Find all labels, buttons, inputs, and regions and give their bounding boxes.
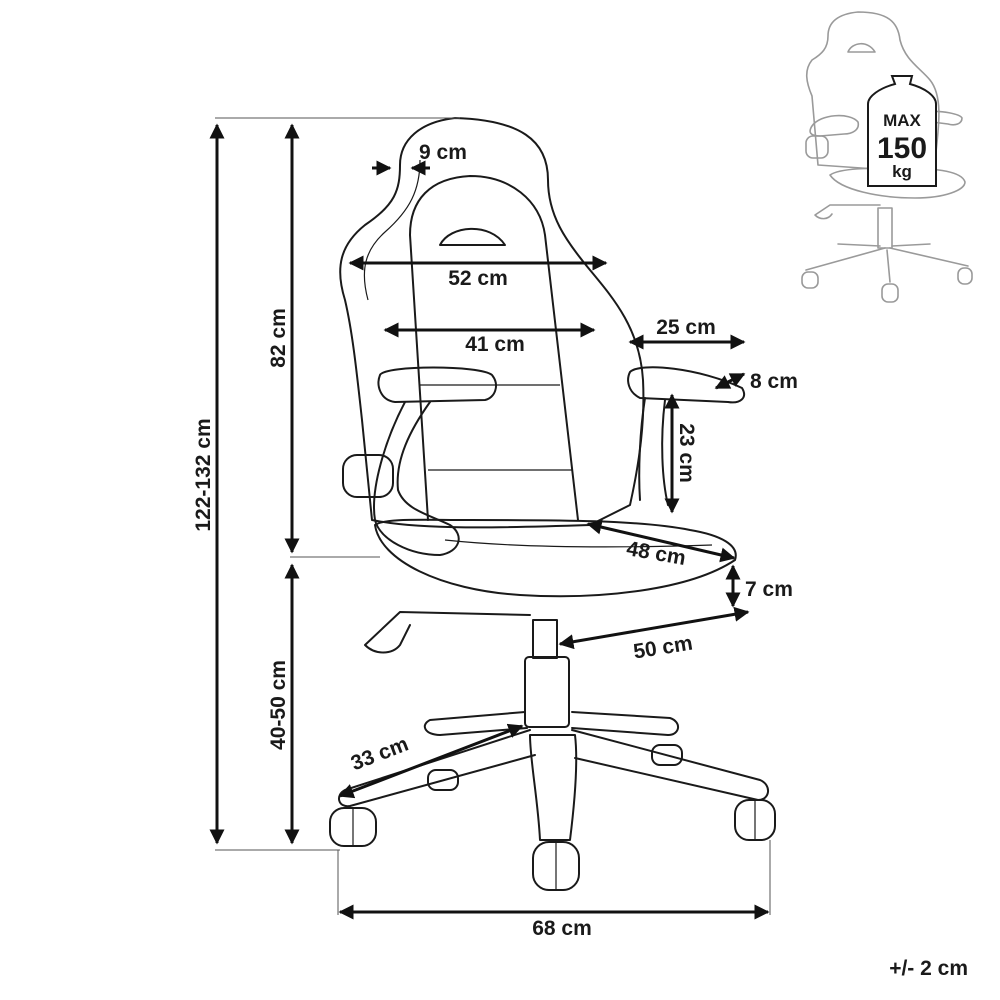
tolerance-note: +/- 2 cm	[889, 957, 968, 980]
left-armrest-support	[373, 401, 460, 556]
armrest-length-label: 25 cm	[656, 316, 716, 339]
caster-leg-label: 33 cm	[348, 733, 412, 776]
thumb-left-arm	[809, 114, 860, 137]
seat-depth-label: 48 cm	[625, 537, 688, 570]
thumb-casters	[801, 267, 973, 303]
armrest-width-label: 8 cm	[750, 370, 798, 393]
caster-left	[329, 807, 377, 847]
thumb-base	[805, 243, 969, 283]
seat-depth-arrow	[586, 519, 736, 563]
backrest-inner-edge	[363, 159, 421, 301]
tilt-lever	[364, 611, 531, 654]
thumb-arm-pivot	[805, 135, 829, 159]
seat-thickness-label: 7 cm	[745, 578, 793, 601]
seat-width-arrow	[558, 606, 750, 650]
max-load-thumbnail: MAX 150 kg	[801, 11, 973, 303]
seat-width-label: 50 cm	[632, 632, 694, 664]
caster-back-right	[651, 744, 683, 766]
max-load-value: 150	[877, 132, 927, 165]
gas-cylinder	[524, 656, 570, 728]
left-armrest	[377, 366, 497, 403]
headrest-slot	[439, 227, 506, 246]
thumb-right-arm	[929, 110, 963, 126]
backrest-center-panel	[409, 175, 579, 521]
inner-back-width-label: 41 cm	[465, 333, 525, 356]
max-load-label: MAX	[883, 111, 921, 130]
max-load-unit: kg	[892, 162, 912, 181]
base-leg-front	[529, 734, 578, 841]
seat-height-label: 40-50 cm	[267, 660, 290, 750]
weight-icon	[867, 75, 937, 187]
right-armrest	[627, 366, 746, 404]
thumb-headrest	[847, 42, 876, 53]
caster-right	[734, 799, 776, 841]
dimension-labels: 122-132 cm 82 cm 40-50 cm 9 cm 52 cm 41 …	[192, 141, 968, 980]
armrest-height-label: 23 cm	[675, 423, 698, 483]
total-height-label: 122-132 cm	[192, 418, 215, 531]
caster-front	[532, 841, 580, 891]
armrest-width-arrow	[714, 372, 746, 390]
base-width-label: 68 cm	[532, 917, 592, 940]
right-armrest-support	[638, 397, 669, 506]
backrest-outline	[339, 117, 645, 529]
backrest-height-label: 82 cm	[267, 308, 290, 368]
extension-lines	[215, 117, 771, 915]
caster-leg-arrow	[338, 723, 524, 799]
headrest-thickness-label: 9 cm	[419, 141, 467, 164]
left-armrest-pivot	[342, 454, 394, 498]
thumb-lever	[814, 204, 881, 220]
thumb-cylinder	[877, 207, 893, 249]
dimension-arrows	[209, 123, 770, 920]
backrest-width-label: 52 cm	[448, 267, 508, 290]
gas-cylinder-top	[532, 619, 558, 659]
base-leg-back-right	[571, 711, 679, 736]
